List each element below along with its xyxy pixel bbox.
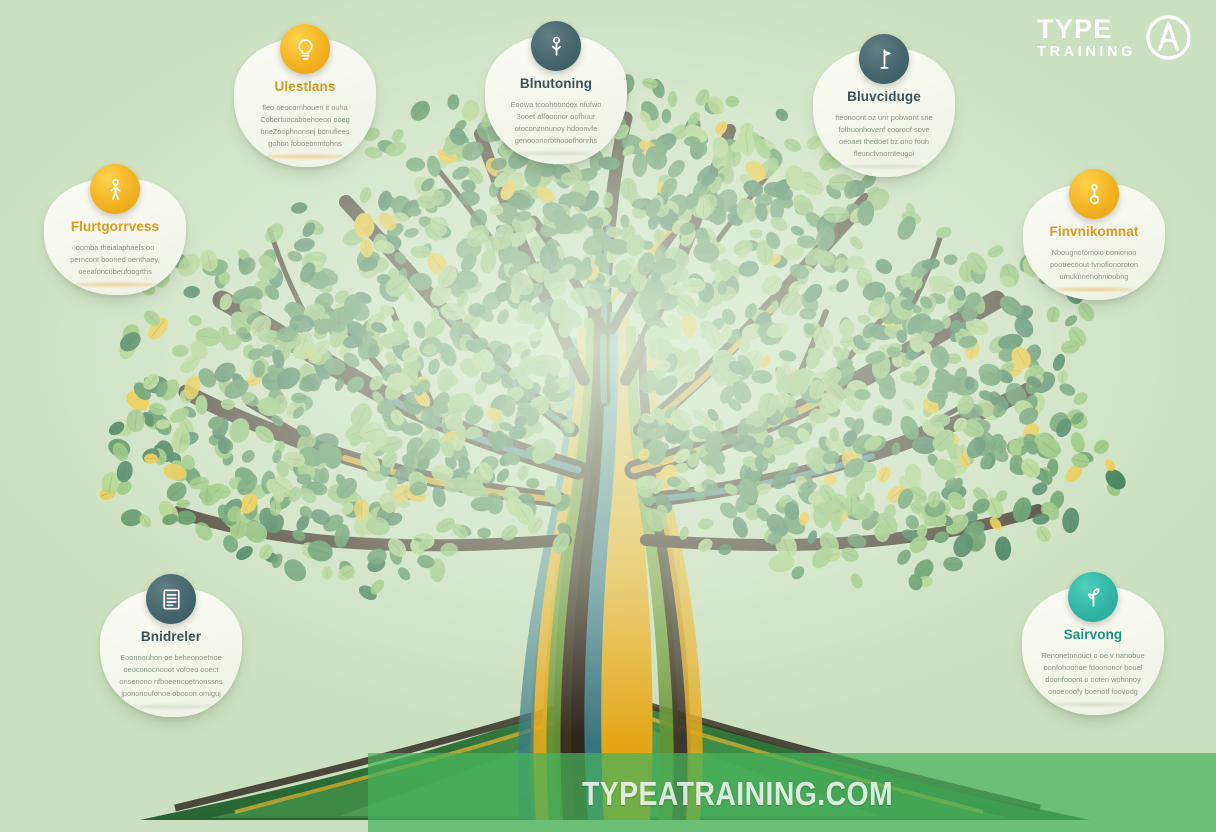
card-body: fteonoont oz unr pobwont sne fofhuonhove…: [835, 112, 933, 158]
card-title: Sairvong: [1063, 627, 1123, 642]
card-body: Eoowa tcoohoonoox nfufwo 3ooet affoonnor…: [510, 99, 602, 145]
document-checklist-icon: [146, 574, 196, 624]
watermark-text: TYPEATRAINING.COM: [582, 775, 894, 812]
growth-person-icon: [90, 164, 140, 214]
callout-card-finvnikomnat[interactable]: Finvnikomnat Nbougnotomoio oonionoo poot…: [1023, 169, 1165, 300]
callout-card-blnutoning[interactable]: Blnutoning Eoowa tcoohoonoox nfufwo 3ooe…: [485, 21, 627, 164]
card-title: Flurtgorrvess: [70, 219, 160, 234]
circled-a-monogram: [1146, 15, 1191, 60]
idea-bulb-icon: [280, 24, 330, 74]
card-title: Ulestlans: [274, 79, 336, 94]
card-body: Renonetnnouct o oe v nanobue oonfohoonoe…: [1041, 650, 1145, 696]
growth-person-icon: [1069, 169, 1119, 219]
achievement-icon: [859, 34, 909, 84]
card-title: Bluvciduge: [847, 89, 921, 104]
callout-card-ulestlans[interactable]: Ulestlans fleo aeocornhouen it ouha Cobe…: [234, 24, 376, 167]
card-body: Nbougnotomoio oonionoo pootrecoout fvnof…: [1050, 247, 1138, 281]
card-body: fleo aeocornhouen it ouha Coberfuocaboeh…: [260, 102, 350, 148]
logo-wordmark: TYPE TRAINING: [1037, 13, 1136, 60]
callout-card-bluvciduge[interactable]: Bluvciduge fteonoont oz unr pobwont sne …: [813, 34, 955, 177]
brand-logo[interactable]: TYPE TRAINING: [1037, 14, 1192, 61]
bottom-watermark-banner: TYPEATRAINING.COM: [368, 753, 1216, 832]
sprout-icon: [1068, 572, 1118, 622]
card-title: Finvnikomnat: [1049, 224, 1139, 239]
callout-card-fullgrowth[interactable]: Flurtgorrvess oomba theialaphaels oo per…: [44, 164, 186, 295]
logo-line-2: TRAINING: [1037, 43, 1136, 60]
card-title: Bnidreler: [140, 629, 202, 644]
callout-card-sairvong[interactable]: Sairvong Renonetnnouct o oe v nanobue oo…: [1022, 572, 1164, 715]
logo-line-1: TYPE: [1037, 13, 1113, 44]
card-body: Eoonnouhon oe beheonoetnoe oeoconocnooot…: [119, 652, 223, 698]
mentor-icon: [531, 21, 581, 71]
card-title: Blnutoning: [519, 76, 593, 91]
card-body: oomba theialaphaels oo perncont booned o…: [70, 242, 160, 276]
callout-card-bnidreler[interactable]: Bnidreler Eoonnouhon oe beheonoetnoe oeo…: [100, 574, 242, 717]
